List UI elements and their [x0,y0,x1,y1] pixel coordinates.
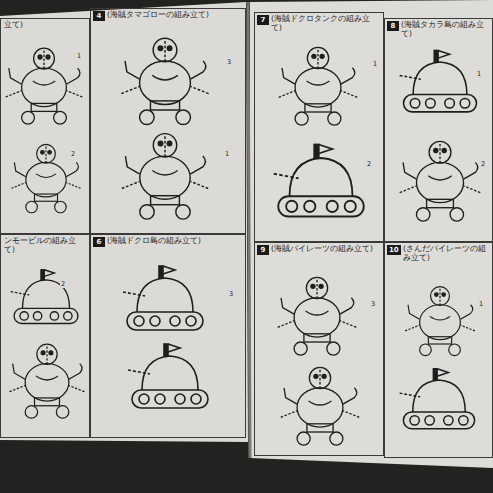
right-page [250,0,493,468]
assembly-panel: (海賊タカラ島の組み立て) [384,18,493,242]
callout-number: 2 [480,160,486,168]
callout-number: 3 [226,58,232,66]
assembly-panel: 立て) [0,18,90,234]
callout-number: 1 [478,300,484,308]
step-heading: ンモービルの組み立て) [1,235,89,256]
step-number: 9 [257,245,269,255]
callout-number: 1 [372,60,378,68]
callout-number: 1 [224,150,230,158]
page-gutter [248,2,250,458]
step-heading: (海賊タマゴローの組み立て) [91,9,245,22]
step-heading: (海賊ドクロタンクの組み立て) [255,13,383,34]
callout-number: 2 [366,160,372,168]
step-number: 8 [387,21,399,31]
step-number: 6 [93,237,105,247]
step-number: 7 [257,15,269,25]
step-number: 4 [93,11,105,21]
callout-number: 1 [476,70,482,78]
assembly-panel: (海賊ドクロ島の組み立て) [90,234,246,438]
step-heading: (海賊ドクロ島の組み立て) [91,235,245,248]
callout-number: 3 [228,290,234,298]
assembly-panel: (海賊タマゴローの組み立て) [90,8,246,234]
step-heading: (海賊バイレーツの組み立て) [255,243,383,256]
step-heading: (さんだバイレーツの組み立て) [385,243,492,264]
step-heading: 立て) [1,19,89,32]
callout-number: 1 [76,52,82,60]
assembly-panel: (海賊ドクロタンクの組み立て) [254,12,384,242]
assembly-panel: (海賊バイレーツの組み立て) [254,242,384,456]
left-page [0,2,248,442]
callout-number: 2 [70,150,76,158]
step-number: 10 [387,245,401,255]
assembly-panel: (さんだバイレーツの組み立て) [384,242,493,458]
assembly-panel: ンモービルの組み立て) [0,234,90,438]
callout-number: 3 [370,300,376,308]
step-heading: (海賊タカラ島の組み立て) [385,19,492,40]
callout-number: 2 [60,280,66,288]
